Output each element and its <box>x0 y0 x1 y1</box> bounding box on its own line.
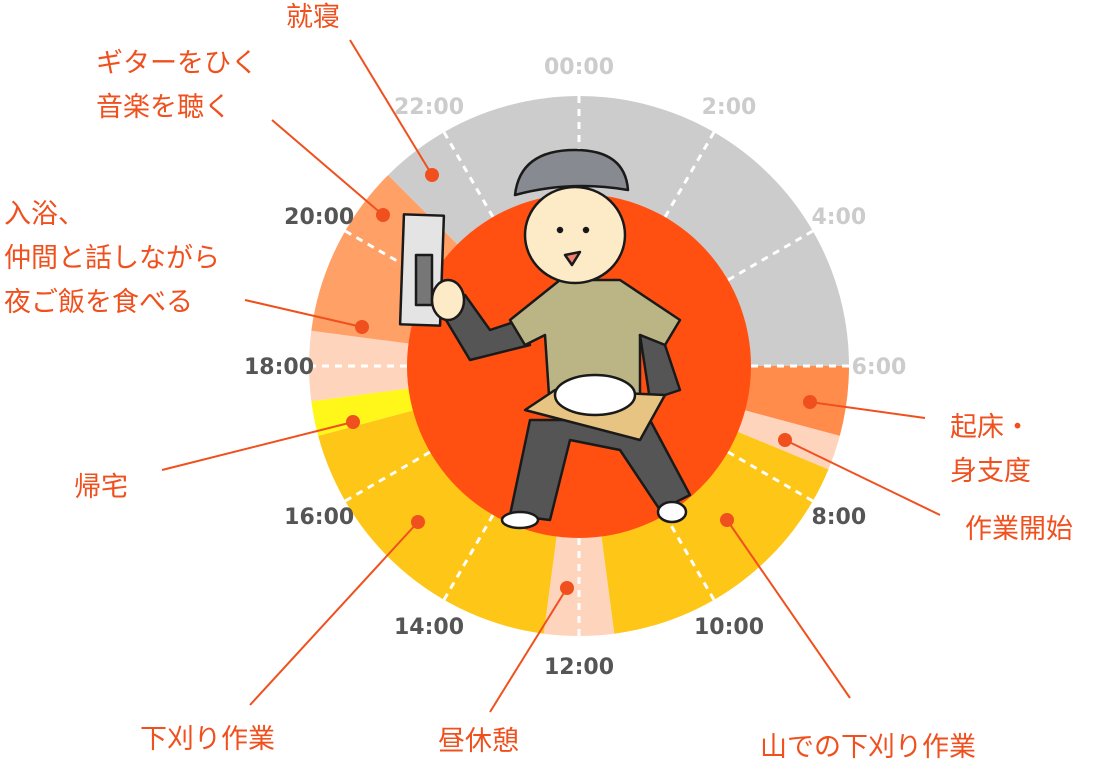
label-line: 音楽を聴く <box>96 92 231 123</box>
leader-line <box>271 119 384 216</box>
label-line: 起床・ <box>950 412 1031 443</box>
leader-dot <box>346 415 360 429</box>
leader-dot <box>560 581 574 595</box>
label-lunch: 昼休憩 <box>438 720 519 764</box>
leader-dot <box>803 395 817 409</box>
hour-label: 12:00 <box>544 655 614 680</box>
leader-line <box>809 401 926 419</box>
leader-line <box>244 299 363 328</box>
hour-label: 6:00 <box>852 355 907 380</box>
hour-label: 18:00 <box>244 355 314 380</box>
worker-illustration <box>398 148 692 530</box>
leader-dot <box>720 513 734 527</box>
label-line: ギターをひく <box>96 48 258 79</box>
label-line: 山での下刈り作業 <box>760 732 976 763</box>
hour-label: 14:00 <box>394 615 464 640</box>
label-line: 就寝 <box>286 2 340 33</box>
label-return-home: 帰宅 <box>74 466 128 510</box>
label-line: 下刈り作業 <box>140 724 275 755</box>
label-line: 入浴、 <box>4 199 85 230</box>
label-bath-dinner: 入浴、仲間と話しながら夜ご飯を食べる <box>4 193 220 325</box>
leader-dot <box>376 208 390 222</box>
label-mountain-weeding: 山での下刈り作業 <box>760 726 976 770</box>
hour-labels: 00:00 2:00 4:00 6:00 8:00 10:00 12:00 14:00 16:0… <box>244 55 906 680</box>
label-sleep: 就寝 <box>286 0 340 40</box>
hour-divider <box>344 450 431 503</box>
hour-label: 00:00 <box>544 55 614 80</box>
hour-dividers <box>309 96 849 636</box>
leader-line <box>249 521 419 706</box>
leader-dot <box>778 433 792 447</box>
leader-line <box>489 587 568 713</box>
label-line: 仲間と話しながら <box>4 243 220 274</box>
leader-dot <box>355 320 369 334</box>
hour-label: 22:00 <box>394 95 464 120</box>
label-wake-up: 起床・身支度 <box>950 406 1031 494</box>
hour-label: 8:00 <box>811 505 866 530</box>
hour-divider <box>727 229 814 282</box>
label-guitar: ギターをひく音楽を聴く <box>96 42 258 130</box>
label-line: 夜ご飯を食べる <box>4 287 193 318</box>
hour-divider <box>727 450 814 503</box>
leader-dot <box>425 168 439 182</box>
hour-label: 20:00 <box>284 205 354 230</box>
label-line: 昼休憩 <box>438 726 519 757</box>
hour-label: 2:00 <box>702 95 757 120</box>
leader-line <box>161 421 354 471</box>
leader-line <box>349 39 433 176</box>
label-line: 帰宅 <box>74 472 128 503</box>
label-line: 作業開始 <box>965 514 1073 545</box>
label-work-start: 作業開始 <box>965 508 1073 552</box>
hour-divider <box>442 514 495 601</box>
label-weeding: 下刈り作業 <box>140 718 275 762</box>
leader-lines <box>161 39 941 713</box>
hour-divider <box>442 131 495 218</box>
hour-divider <box>663 514 716 601</box>
hour-divider <box>663 131 716 218</box>
hour-label: 10:00 <box>694 615 764 640</box>
label-line: 身支度 <box>950 456 1031 487</box>
hour-label: 16:00 <box>284 505 354 530</box>
hour-label: 4:00 <box>811 205 866 230</box>
leader-line <box>784 439 941 516</box>
leader-dot <box>411 515 425 529</box>
leader-line <box>726 519 851 699</box>
